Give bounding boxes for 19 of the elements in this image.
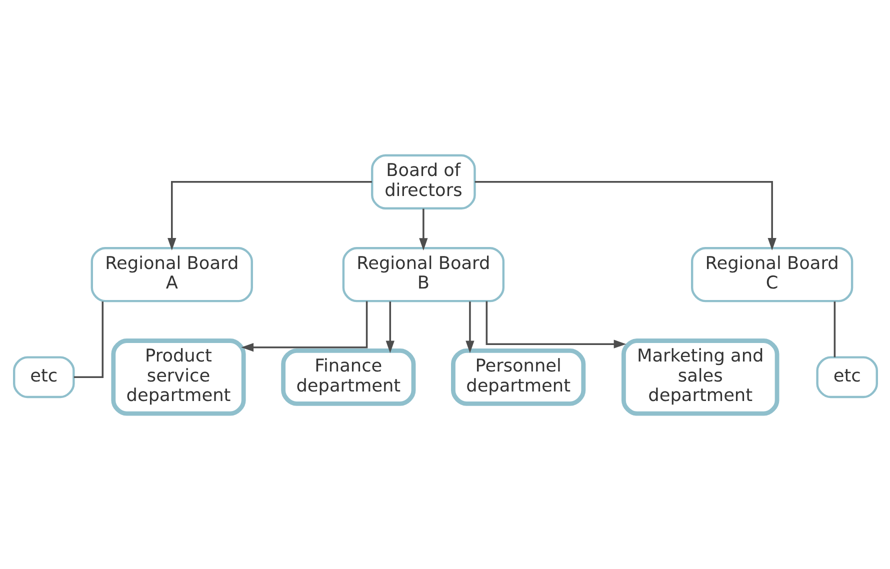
arrow [465,302,474,354]
node-box: etc [12,356,74,398]
connector [73,302,104,378]
node-box: Personnel department [450,348,586,406]
arrow [240,301,368,352]
arrow [167,181,372,250]
node-box: Product service department [110,338,246,416]
node-box: Regional Board B [342,246,504,302]
arrow [485,301,626,348]
arrow [385,302,394,354]
arrow [474,181,776,250]
connector [833,302,836,358]
node-box: etc [816,356,878,398]
node-box: Marketing and sales department [620,338,779,416]
node-box: Board of directors [370,154,476,210]
node-box: Finance department [280,348,416,406]
node-box: Regional Board A [90,246,252,302]
arrow [418,208,428,250]
node-box: Regional Board C [690,246,853,302]
